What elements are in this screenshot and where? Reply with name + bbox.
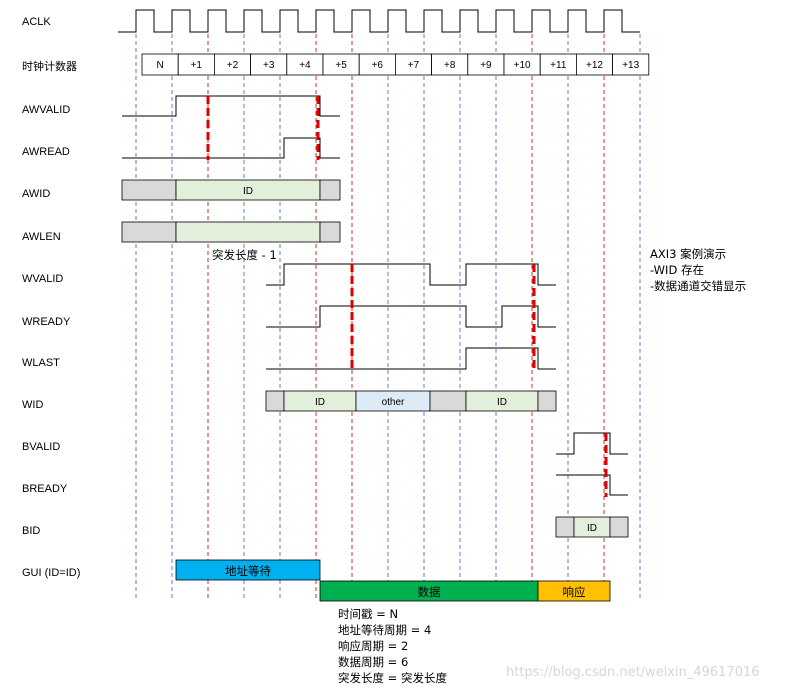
bottom-note: 时间戳 = N 地址等待周期 = 4 响应周期 = 2 数据周期 = 6 突发长… xyxy=(338,607,447,685)
wid-bus: ID other ID xyxy=(265,390,557,412)
bottom-note-line-2: 地址等待周期 = 4 xyxy=(338,623,431,637)
awid-after-seg xyxy=(319,179,341,201)
gui-addr-text: 地址等待 xyxy=(225,564,271,578)
side-note-line-1: AXI3 案例演示 xyxy=(650,247,726,261)
label-aclk: ACLK xyxy=(22,16,51,28)
counter-cell-label: +4 xyxy=(299,60,311,71)
bid-after-seg xyxy=(609,516,629,538)
label-wvalid: WVALID xyxy=(22,273,63,285)
counter-cell-label: +7 xyxy=(408,60,420,71)
bid-idle-seg xyxy=(555,516,575,538)
awlen-bus: 突发长度 - 1 xyxy=(121,221,341,262)
counter-cell-label: +2 xyxy=(227,60,239,71)
wid-gap-seg xyxy=(429,390,467,412)
bottom-note-line-5: 突发长度 = 突发长度 xyxy=(338,671,447,685)
counter-cell-label: +11 xyxy=(550,60,567,71)
wid-after-seg xyxy=(537,390,557,412)
wid-other-text: other xyxy=(382,397,405,408)
aclk-waveform xyxy=(118,9,640,33)
watermark-text: https://blog.csdn.net/weixin_49617016 xyxy=(506,665,760,680)
bid-bus: ID xyxy=(555,516,629,538)
handshake-markers xyxy=(206,96,608,497)
label-wlast: WLAST xyxy=(22,357,60,369)
awid-bus: ID xyxy=(121,179,341,201)
gui-bars: 地址等待 数据 响应 xyxy=(175,559,611,602)
label-awlen: AWLEN xyxy=(22,231,61,243)
label-bvalid: BVALID xyxy=(22,441,60,453)
bottom-note-line-4: 数据周期 = 6 xyxy=(338,655,408,669)
counter-cell-label: +10 xyxy=(514,60,531,71)
awlen-note: 突发长度 - 1 xyxy=(212,248,277,262)
counter-cell-label: +5 xyxy=(335,60,347,71)
label-awid: AWID xyxy=(22,188,50,200)
label-awvalid: AWVALID xyxy=(22,104,70,116)
gui-addr-bar xyxy=(175,559,321,581)
counter-cell-label: N xyxy=(156,60,163,71)
awvalid-waveform xyxy=(122,95,340,117)
label-wid: WID xyxy=(22,399,43,411)
bready-waveform xyxy=(556,474,628,496)
label-bready: BREADY xyxy=(22,483,68,495)
signal-labels: ACLK 时钟计数器 AWVALID AWREAD AWID AWLEN WVA… xyxy=(22,16,80,579)
side-note-line-3: -数据通道交错显示 xyxy=(650,279,746,293)
wvalid-waveform xyxy=(266,263,556,286)
clock-counter: N +1 +2 +3 +4 +5 +6 +7 +8 +9 +10 +11 +12 +13 xyxy=(141,53,650,76)
label-gui: GUI (ID=ID) xyxy=(22,567,80,579)
label-wready: WREADY xyxy=(22,316,71,328)
bottom-note-line-3: 响应周期 = 2 xyxy=(338,639,408,653)
awlen-idle-seg xyxy=(121,221,177,243)
wid-idle-seg xyxy=(265,390,285,412)
counter-cell-label: +12 xyxy=(586,60,603,71)
bottom-note-line-1: 时间戳 = N xyxy=(338,607,398,621)
counter-cell-label: +8 xyxy=(444,60,456,71)
side-note-line-2: -WID 存在 xyxy=(650,263,704,277)
counter-cell-label: +3 xyxy=(263,60,275,71)
awid-idle-seg xyxy=(121,179,177,201)
awlen-value-seg xyxy=(175,221,321,243)
side-note: AXI3 案例演示 -WID 存在 -数据通道交错显示 xyxy=(650,247,746,293)
label-awready: AWREAD xyxy=(22,146,70,158)
cycle-grid xyxy=(135,34,641,600)
bid-id-text: ID xyxy=(587,523,597,534)
wlast-waveform xyxy=(266,347,556,370)
wready-waveform xyxy=(266,305,556,328)
gui-resp-text: 响应 xyxy=(563,585,586,599)
wid-id2-text: ID xyxy=(497,397,507,408)
counter-cell-label: +13 xyxy=(622,60,639,71)
counter-cell-label: +9 xyxy=(480,60,492,71)
gui-data-text: 数据 xyxy=(418,585,441,599)
awlen-after-seg xyxy=(319,221,341,243)
awid-id-text: ID xyxy=(243,186,253,197)
counter-cell-label: +1 xyxy=(191,60,203,71)
label-counter: 时钟计数器 xyxy=(22,59,77,73)
gui-resp-bar xyxy=(537,580,611,602)
wid-id1-text: ID xyxy=(315,397,325,408)
counter-cell-label: +6 xyxy=(372,60,384,71)
bvalid-waveform xyxy=(556,432,628,455)
counter-cell xyxy=(612,53,650,76)
label-bid: BID xyxy=(22,525,40,537)
awready-waveform xyxy=(122,137,340,159)
